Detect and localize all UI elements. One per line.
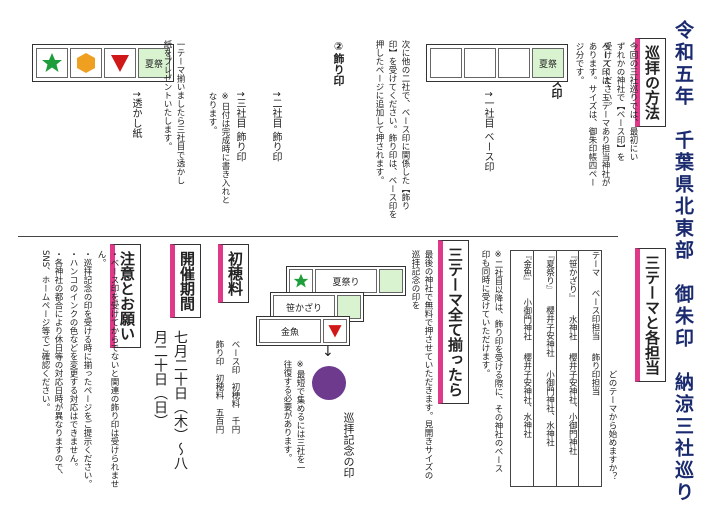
memorial-label: 巡拝記念の印 bbox=[342, 412, 355, 478]
star-icon bbox=[293, 273, 309, 288]
notice-item: ・ハンコのインクの色などを変更する対応はできません。 bbox=[68, 250, 78, 471]
summer-label-cell-3 bbox=[379, 269, 403, 293]
complete-text: 最後の神社で無料で押させていただきます。見開きサイズの巡拝記念の印を bbox=[410, 250, 433, 480]
triangle-cell bbox=[104, 48, 136, 78]
date-note: ※日付は完成時に書き入れとなります。 bbox=[207, 92, 230, 204]
method-intro: 今回の三社巡りでは、最初にいずれかの神社で【ベース印】を受けてください。 bbox=[602, 42, 638, 161]
arrow-base-label: ↑一社目 ベース印 bbox=[482, 90, 493, 172]
complete-heading: 三テーマ全て揃ったら bbox=[438, 240, 469, 404]
star-cell bbox=[289, 269, 313, 293]
notice-item: ・各神社の都合により休日等の対応日時が異なりますので、SNS、ホームページ等でご… bbox=[40, 250, 63, 480]
arrow-2nd-label: ↑二社目 飾り印 bbox=[270, 90, 281, 162]
arrow-3rd-label: ↑三社目 飾り印 bbox=[234, 90, 245, 162]
gift-text: 一テーマ揃いましたら三社目で透かし紙をプレゼントいたします。 bbox=[162, 40, 185, 185]
summer-label-cell: 夏祭 bbox=[532, 48, 564, 78]
step2-text: 次に他の二社で、ベース印に関係した【飾り印】を受けてください。飾り印は、ベース印… bbox=[374, 40, 410, 219]
step2-title: ②飾り印 bbox=[332, 40, 345, 86]
period-heading: 開催期間 bbox=[170, 244, 201, 318]
summer-label: 夏祭 bbox=[144, 59, 163, 70]
table-row: 『夏祭り』 櫻井子安神社 小御門神社、水神社 bbox=[532, 251, 556, 486]
table-header: 飾り印担当 bbox=[590, 352, 600, 396]
stamp-page-kingyo: 金魚 bbox=[256, 316, 350, 346]
fee-heading: 初穂料 bbox=[218, 244, 249, 303]
table-cell: 櫻井子安神社、小御門神社 bbox=[567, 352, 578, 455]
theme-header-col: テーマ ベース印担当 飾り印担当 bbox=[578, 251, 601, 486]
notice-item: ・ベース印を受けてからでないと関連の飾り印は受けられません。 bbox=[96, 250, 119, 488]
sasa-page-label: 笹かざり bbox=[273, 295, 335, 319]
themes-heading: 三テーマと各担当 bbox=[635, 248, 666, 382]
table-cell: 『金魚』 bbox=[521, 251, 532, 285]
empty-cell bbox=[430, 48, 462, 78]
notice-item: ・巡拝記念の印を受ける時に揃ったページをご提示ください。 bbox=[82, 250, 92, 488]
themes-note: ※二社目以降は、飾り印を受ける際に、その神社のベース印も同時に受けていただけます… bbox=[480, 250, 503, 473]
method-heading: 巡拝の方法 bbox=[635, 38, 666, 127]
table-row: 『笹かざり』 水神社 櫻井子安神社、小御門神社 bbox=[555, 251, 579, 486]
table-row: 『金魚』 小御門神社 櫻井子安神社、水神社 bbox=[511, 251, 533, 486]
summer-label-cell-2: 夏祭 bbox=[138, 48, 170, 78]
table-header: ベース印担当 bbox=[590, 289, 600, 341]
section-divider bbox=[18, 236, 618, 237]
page-title: 令和五年 千葉県北東部 御朱印 納涼三社巡り bbox=[672, 20, 694, 504]
memorial-stamp-circle bbox=[312, 366, 346, 400]
down-arrow: ↓ bbox=[322, 344, 334, 360]
notice-heading: 注意とお願い bbox=[110, 244, 141, 348]
method-note: ベース印は、三テーマあり担当神社があります。サイズは、御朱印帳四ページ分です。 bbox=[574, 42, 610, 187]
complete-note: ※最短で集めるには三社を一往復する必要があります。 bbox=[282, 360, 305, 472]
table-cell: 水神社 bbox=[567, 314, 578, 341]
empty-cell bbox=[464, 48, 496, 78]
summer-page-label: 夏祭り bbox=[315, 269, 377, 293]
fee-deco: 飾り印 初穂料 五百円 bbox=[214, 340, 224, 434]
table-cell: 小御門神社、水神社 bbox=[544, 369, 555, 447]
summer-label: 夏祭 bbox=[538, 59, 557, 70]
hexagon-cell bbox=[70, 48, 102, 78]
star-icon bbox=[42, 53, 62, 72]
theme-table: テーマ ベース印担当 飾り印担当 『笹かざり』 水神社 櫻井子安神社、小御門神社… bbox=[510, 250, 602, 487]
empty-cell bbox=[498, 48, 530, 78]
triangle-icon bbox=[328, 325, 342, 338]
arrow-gift-label: ↑透かし紙 bbox=[130, 90, 141, 139]
triangle-icon bbox=[111, 55, 129, 72]
table-cell: 小御門神社 bbox=[521, 297, 532, 341]
table-cell: 櫻井子安神社、水神社 bbox=[521, 352, 532, 438]
table-header: テーマ bbox=[590, 251, 600, 277]
triangle-cell bbox=[323, 319, 347, 343]
hexagon-icon bbox=[77, 53, 95, 73]
star-cell bbox=[36, 48, 68, 78]
table-cell: 櫻井子安神社 bbox=[544, 306, 555, 358]
deco-stamp-illustration: 夏祭 bbox=[32, 44, 174, 82]
period-dates: 七月二十日（木）〜八月二十日（日） bbox=[152, 330, 188, 470]
table-cell: 『笹かざり』 bbox=[567, 251, 578, 302]
fee-base: ベース印 初穂料 千円 bbox=[230, 340, 240, 434]
themes-question: どのテーマから始めますか？ bbox=[607, 370, 617, 481]
table-cell: 『夏祭り』 bbox=[544, 251, 555, 294]
kingyo-page-label: 金魚 bbox=[259, 319, 321, 343]
base-stamp-illustration: 夏祭 bbox=[426, 44, 568, 82]
